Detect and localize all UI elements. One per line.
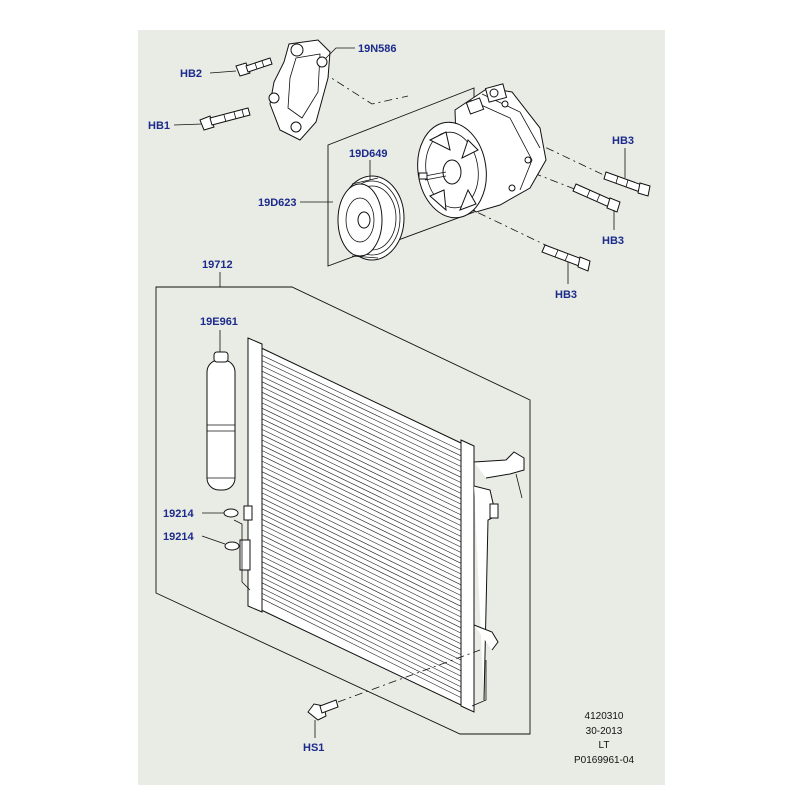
condenser-fin [261, 360, 462, 457]
bolt-hb3-low [541, 244, 591, 272]
condenser-fin [261, 513, 462, 612]
condenser-fin [261, 492, 462, 591]
condenser-fin [261, 593, 462, 693]
condenser-fin [261, 466, 462, 564]
compressor-group-frame [327, 87, 475, 267]
label-o-ring-lower: 19214 [163, 531, 194, 543]
condenser-fin [261, 407, 462, 505]
receiver-drier [206, 351, 236, 491]
hs1-alignment-line [337, 649, 481, 703]
condenser-fin [261, 572, 462, 672]
hb3-mid-alignment-line [499, 159, 591, 196]
screw-hs1 [307, 699, 339, 721]
condenser-fin [261, 471, 462, 569]
label-bracket: 19N586 [358, 43, 397, 55]
condenser-core [233, 337, 475, 713]
condenser-fin [261, 376, 462, 473]
label-clutch-plate: 19D649 [349, 148, 388, 160]
condenser-fin [261, 370, 462, 467]
hb3-low-alignment-line [461, 204, 561, 253]
condenser-fin [261, 434, 462, 532]
condenser-fin [261, 386, 462, 483]
condenser-fin [261, 556, 462, 655]
condenser-group-frame [155, 286, 531, 735]
condenser-fin [261, 423, 462, 521]
condenser-fin [261, 397, 462, 494]
condenser-fin [261, 529, 462, 629]
condenser-fin [261, 503, 462, 602]
condenser-fin [261, 598, 462, 698]
condenser-fin [261, 392, 462, 489]
bracket-alignment-line [321, 71, 409, 105]
condenser-fin [261, 455, 462, 553]
label-o-ring-upper: 19214 [163, 508, 194, 520]
condenser-fin [261, 561, 462, 661]
condenser-fin [261, 429, 462, 526]
condenser-fin [261, 524, 462, 623]
condenser-fin [261, 566, 462, 666]
footer-code-4: P0169961-04 [574, 755, 634, 766]
footer-code-2: 30-2013 [586, 726, 623, 737]
footer-code-3: LT [599, 740, 610, 751]
condenser-fin [261, 355, 462, 451]
hb3-top-alignment-line [529, 139, 611, 179]
o-ring-upper [223, 508, 239, 518]
bolt-hb2 [235, 57, 273, 77]
label-hb2: HB2 [180, 68, 202, 80]
condenser-fin [261, 450, 462, 548]
condenser-fin [261, 365, 462, 462]
condenser-fin [261, 582, 462, 682]
condenser-fin [261, 550, 462, 650]
condenser-fin [261, 476, 462, 575]
condenser-fin [261, 413, 462, 510]
bolt-hb3-top [603, 171, 651, 197]
o-ring-lower [224, 541, 240, 551]
label-pulley: 19D623 [258, 197, 297, 209]
condenser-fin [261, 508, 462, 607]
condenser-fin [261, 445, 462, 543]
condenser-fin [261, 587, 462, 688]
leader-19214-lower [201, 535, 226, 545]
bolt-hb1 [199, 107, 251, 131]
condenser-fin [261, 439, 462, 537]
leader-HB1 [173, 123, 203, 126]
label-hb1: HB1 [148, 120, 170, 132]
label-condenser: 19712 [202, 259, 233, 271]
leader-19N586 [325, 47, 355, 59]
condenser-fin [261, 460, 462, 559]
label-receiver-drier: 19E961 [200, 316, 238, 328]
condenser-fin [261, 540, 462, 639]
leader-HB2 [209, 70, 237, 74]
pulley [337, 175, 405, 261]
condenser-fin [261, 577, 462, 677]
condenser-fin [261, 519, 462, 618]
condenser-fin [261, 418, 462, 516]
condenser-fin [261, 545, 462, 645]
condenser-fin [261, 381, 462, 478]
condenser-fin [261, 497, 462, 596]
condenser-fin [261, 487, 462, 586]
condenser-fin [261, 534, 462, 634]
label-hb3-top: HB3 [612, 135, 634, 147]
label-hs1: HS1 [303, 742, 324, 754]
label-hb3-low: HB3 [555, 289, 577, 301]
condenser-fin [261, 482, 462, 580]
condenser-pipes [471, 451, 525, 707]
label-hb3-mid: HB3 [602, 235, 624, 247]
ac-compressor [417, 83, 547, 219]
bolt-hb3-mid [572, 183, 621, 213]
condenser-fin [261, 402, 462, 500]
mounting-bracket [268, 39, 331, 141]
footer-code-1: 4120310 [585, 711, 624, 722]
